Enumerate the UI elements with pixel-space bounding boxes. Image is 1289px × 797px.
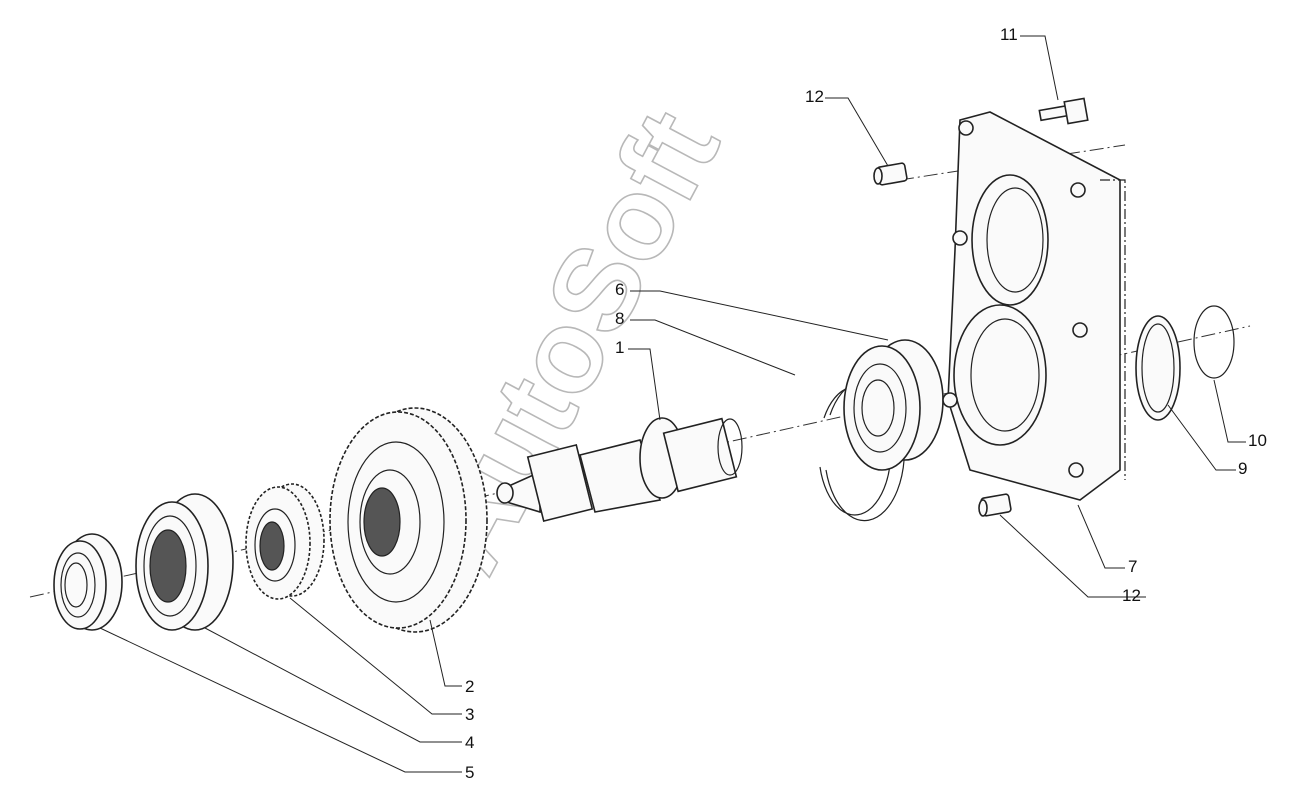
callout-8: 8 <box>615 309 624 328</box>
part-2-large-gear <box>329 407 488 633</box>
callout-2: 2 <box>465 677 474 696</box>
callout-12-top: 12 <box>805 87 824 106</box>
part-6-bearing <box>843 339 944 471</box>
part-4-needle-bearing <box>135 493 234 631</box>
callout-1: 1 <box>615 338 624 357</box>
part-1-shaft <box>496 417 743 523</box>
part-9-ring <box>1135 315 1181 421</box>
callout-6: 6 <box>615 280 624 299</box>
part-12-dowel-pin-bottom <box>978 493 1012 517</box>
callout-11: 11 <box>1000 25 1018 44</box>
leader-lines <box>99 35 1246 773</box>
callout-3: 3 <box>465 705 474 724</box>
callout-5: 5 <box>465 763 474 782</box>
callout-9: 9 <box>1238 459 1247 478</box>
part-10-circlip <box>1193 305 1235 379</box>
part-12-dowel-pin-top <box>873 162 908 186</box>
callout-7: 7 <box>1128 557 1137 576</box>
callout-4: 4 <box>465 733 474 752</box>
upper-axis <box>899 144 1126 181</box>
callout-10: 10 <box>1248 431 1267 450</box>
callout-12-bottom: 12 <box>1122 586 1141 605</box>
part-3-small-gear <box>245 483 325 600</box>
part-5-bearing <box>53 533 123 631</box>
part-11-bolt <box>1038 97 1089 125</box>
part-7-housing <box>942 111 1126 501</box>
